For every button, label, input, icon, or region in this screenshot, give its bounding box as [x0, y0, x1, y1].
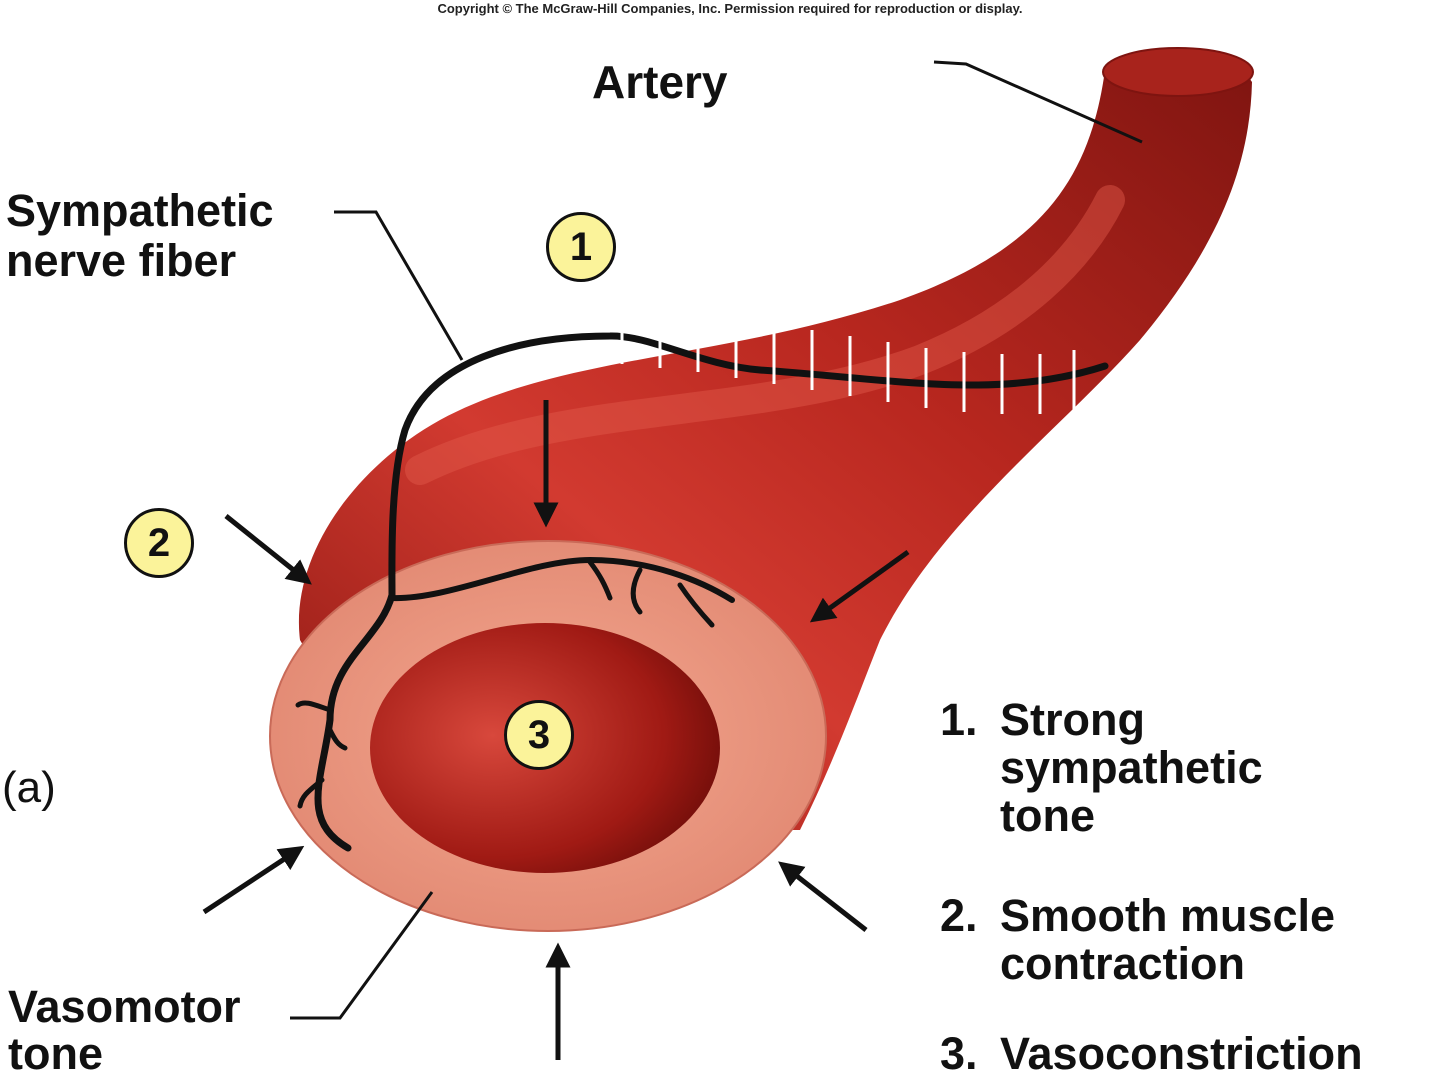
- label-sympathetic-line2: nerve fiber: [6, 234, 237, 286]
- vasomotor-leader: [290, 891, 434, 1020]
- leader-lines: [290, 60, 1143, 1020]
- step-2-number: 2.: [940, 890, 978, 941]
- label-sympathetic-nerve-fiber: Sympathetic nerve fiber: [6, 186, 274, 285]
- badge-step-2: 2: [124, 508, 194, 578]
- step-3-text: Vasoconstriction: [1000, 1028, 1363, 1079]
- step-3-line: Vasoconstriction: [1000, 1028, 1363, 1079]
- label-sympathetic-line1: Sympathetic: [6, 185, 274, 236]
- step-3-number: 3.: [940, 1028, 978, 1079]
- copyright-notice: Copyright © The McGraw-Hill Companies, I…: [437, 1, 1023, 16]
- step-1-line: sympathetic: [1000, 742, 1263, 794]
- label-vasomotor-line1: Vasomotor: [8, 981, 241, 1032]
- step-1-line: tone: [1000, 790, 1095, 842]
- compression-arrows: [202, 400, 910, 1060]
- arrow-upper-right: [809, 549, 910, 623]
- label-vasomotor-line2: tone: [8, 1027, 103, 1079]
- step-1-text: Strong sympathetic tone: [1000, 694, 1263, 842]
- arrow-lower-right: [778, 861, 868, 932]
- nerve-twigs: [295, 559, 715, 809]
- step-1-number: 1.: [940, 694, 978, 745]
- panel-label: (a): [2, 763, 56, 812]
- arrow-upper-left: [224, 514, 312, 585]
- artery-top-opening: [1102, 47, 1254, 97]
- step-1-line: Strong: [1000, 694, 1145, 745]
- step-2-text: Smooth muscle contraction: [1000, 890, 1336, 990]
- label-artery: Artery: [592, 56, 728, 108]
- sympathetic-leader: [334, 210, 464, 361]
- badge-step-1: 1: [546, 212, 616, 282]
- artery-leader: [933, 60, 1143, 144]
- arrow-lower-left: [202, 845, 305, 915]
- step-2-line: Smooth muscle: [1000, 890, 1336, 941]
- label-vasomotor-tone: Vasomotor tone: [8, 981, 241, 1079]
- nerve-varicosities: [620, 302, 1076, 414]
- badge-step-3: 3: [504, 700, 574, 770]
- step-2-line: contraction: [1000, 938, 1246, 990]
